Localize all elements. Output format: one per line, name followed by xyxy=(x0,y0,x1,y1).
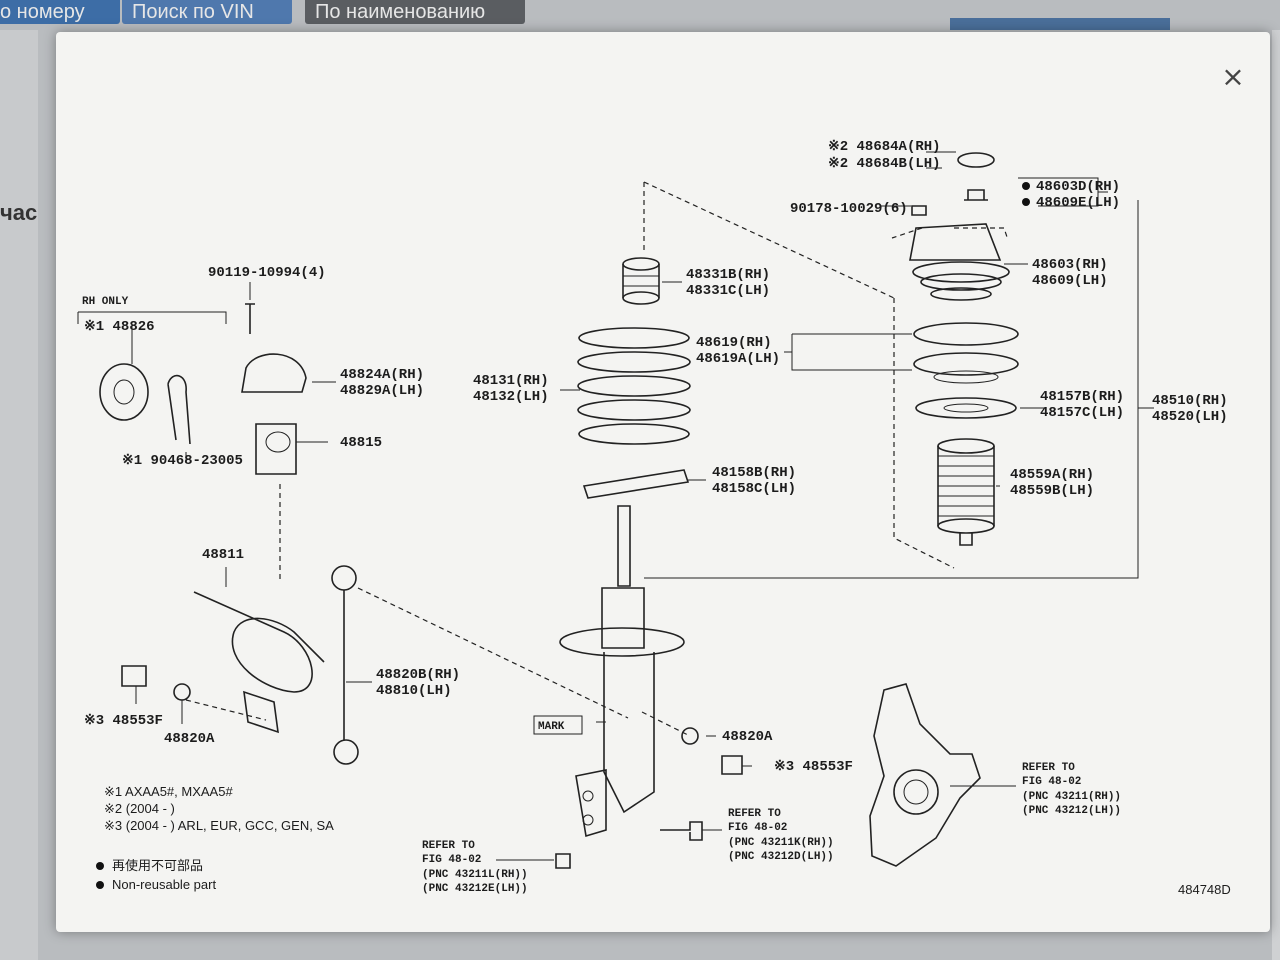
label-48603[interactable]: 48603(RH) xyxy=(1032,257,1108,273)
label-48158b[interactable]: 48158B(RH) xyxy=(712,465,796,481)
plate-48826-shape[interactable] xyxy=(99,363,149,421)
refer-mid-line3[interactable]: (PNC 43211K(RH)) xyxy=(728,837,834,849)
refer-bottom-line4[interactable]: (PNC 43212E(LH)) xyxy=(422,883,528,895)
nut-90178-shape[interactable] xyxy=(911,205,927,216)
refer-mid-line2[interactable]: FIG 48-02 xyxy=(728,822,787,834)
close-icon[interactable]: × xyxy=(1221,60,1245,93)
label-48684a[interactable]: ※2 48684A(RH) xyxy=(828,139,941,155)
nut-48553f-right-shape[interactable] xyxy=(721,755,743,775)
label-48157b[interactable]: 48157B(RH) xyxy=(1040,389,1124,405)
refer-right-line1[interactable]: REFER TO xyxy=(1022,762,1075,774)
bolt-refer-mid-shape[interactable] xyxy=(660,821,703,841)
legend-en: Non-reusable part xyxy=(112,877,216,892)
label-48684b[interactable]: ※2 48684B(LH) xyxy=(828,156,941,172)
label-48811[interactable]: 48811 xyxy=(202,547,244,563)
label-mark: MARK xyxy=(538,721,565,733)
label-48820a-right[interactable]: 48820A xyxy=(722,729,773,745)
label-48820a-left[interactable]: 48820A xyxy=(164,731,215,747)
image-code: 484748D xyxy=(1178,882,1231,897)
label-48520[interactable]: 48520(LH) xyxy=(1152,409,1228,425)
legend-dot-cn xyxy=(96,862,104,870)
tab-by-number[interactable]: о номеру xyxy=(0,0,120,24)
refer-bottom-line2[interactable]: FIG 48-02 xyxy=(422,854,481,866)
label-48553f-right[interactable]: ※3 48553F xyxy=(774,759,853,775)
note-1: ※1 AXAA5#, MXAA5# xyxy=(104,784,233,799)
background-heading: час xyxy=(0,200,38,225)
cap-48684-shape[interactable] xyxy=(957,152,995,168)
refer-right-line4[interactable]: (PNC 43212(LH)) xyxy=(1022,805,1121,817)
label-48553f-left[interactable]: ※3 48553F xyxy=(84,713,163,729)
bolt-90119-shape[interactable] xyxy=(245,303,255,334)
label-48510[interactable]: 48510(RH) xyxy=(1152,393,1228,409)
background-tabs: о номеру Поиск по VIN По наименованию xyxy=(0,0,1280,28)
label-90178[interactable]: 90178-10029(6) xyxy=(790,201,908,217)
label-48157c[interactable]: 48157C(LH) xyxy=(1040,405,1124,421)
refer-mid-line1[interactable]: REFER TO xyxy=(728,808,781,820)
bump-stopper-48331-shape[interactable] xyxy=(622,257,660,305)
label-48829a[interactable]: 48829A(LH) xyxy=(340,383,424,399)
non-reusable-dot-48609e xyxy=(1022,198,1030,206)
background-left-column xyxy=(0,30,38,960)
nut-48820a-left-shape[interactable] xyxy=(173,683,191,701)
background-header-bar xyxy=(950,18,1170,30)
tab-by-name[interactable]: По наименованию xyxy=(305,0,525,24)
bracket-48824-shape[interactable] xyxy=(241,353,307,393)
label-48331b[interactable]: 48331B(RH) xyxy=(686,267,770,283)
nut-48820a-right-shape[interactable] xyxy=(681,727,699,745)
label-rh-only: RH ONLY xyxy=(82,296,129,308)
tab-vin-search[interactable]: Поиск по VIN xyxy=(122,0,292,24)
note-2: ※2 (2004 - ) xyxy=(104,801,175,816)
label-48559b[interactable]: 48559B(LH) xyxy=(1010,483,1094,499)
refer-bottom-line3[interactable]: (PNC 43211L(RH)) xyxy=(422,869,528,881)
steering-knuckle-shape[interactable] xyxy=(869,683,981,867)
refer-right-line2[interactable]: FIG 48-02 xyxy=(1022,776,1081,788)
bushing-48815-shape[interactable] xyxy=(255,423,297,475)
background-right-column xyxy=(1272,30,1280,960)
upper-support-shape[interactable] xyxy=(909,223,1002,261)
label-90119[interactable]: 90119-10994(4) xyxy=(208,265,326,281)
nut-48553f-left-shape[interactable] xyxy=(121,665,147,687)
stabilizer-bar-48811-shape[interactable] xyxy=(193,591,325,693)
label-48132[interactable]: 48132(LH) xyxy=(473,389,549,405)
label-48609e[interactable]: 48609E(LH) xyxy=(1036,195,1120,211)
label-48824a[interactable]: 48824A(RH) xyxy=(340,367,424,383)
refer-right-line3[interactable]: (PNC 43211(RH)) xyxy=(1022,791,1121,803)
label-90468[interactable]: ※1 90468-23005 xyxy=(122,453,243,469)
stabilizer-link-48820b-shape[interactable] xyxy=(331,565,359,765)
shock-absorber-shape[interactable] xyxy=(559,505,685,838)
label-48331c[interactable]: 48331C(LH) xyxy=(686,283,770,299)
label-48810[interactable]: 48810(LH) xyxy=(376,683,452,699)
mark-box xyxy=(533,715,583,735)
legend-dot-en xyxy=(96,881,104,889)
parts-diagram: ※2 48684A(RH) ※2 48684B(LH) 48603D(RH) 4… xyxy=(77,139,1231,897)
lower-insulator-48158-shape[interactable] xyxy=(582,469,690,499)
label-48131[interactable]: 48131(RH) xyxy=(473,373,549,389)
label-48826[interactable]: ※1 48826 xyxy=(84,319,155,335)
bellows-48559-shape[interactable] xyxy=(937,438,995,546)
diagram-modal: × xyxy=(56,32,1270,932)
non-reusable-dot-48603d xyxy=(1022,182,1030,190)
label-48619a[interactable]: 48619A(LH) xyxy=(696,351,780,367)
label-48609[interactable]: 48609(LH) xyxy=(1032,273,1108,289)
legend-cn: 再使用不可部品 xyxy=(112,858,203,873)
label-48559a[interactable]: 48559A(RH) xyxy=(1010,467,1094,483)
label-48820b[interactable]: 48820B(RH) xyxy=(376,667,460,683)
label-48815[interactable]: 48815 xyxy=(340,435,382,451)
spring-seat-48619-shape[interactable] xyxy=(913,322,1019,346)
refer-bottom-line1[interactable]: REFER TO xyxy=(422,840,475,852)
insulator-48157-shape[interactable] xyxy=(915,397,1017,419)
label-48603d[interactable]: 48603D(RH) xyxy=(1036,179,1120,195)
refer-mid-line4[interactable]: (PNC 43212D(LH)) xyxy=(728,851,834,863)
coil-spring-48131-shape[interactable] xyxy=(577,327,691,445)
clip-90468-shape[interactable] xyxy=(167,374,191,445)
nut-refer-bottom-shape[interactable] xyxy=(555,853,571,869)
label-48619[interactable]: 48619(RH) xyxy=(696,335,772,351)
nut-48603d-shape[interactable] xyxy=(964,189,988,201)
label-48158c[interactable]: 48158C(LH) xyxy=(712,481,796,497)
note-3: ※3 (2004 - ) ARL, EUR, GCC, GEN, SA xyxy=(104,818,334,833)
